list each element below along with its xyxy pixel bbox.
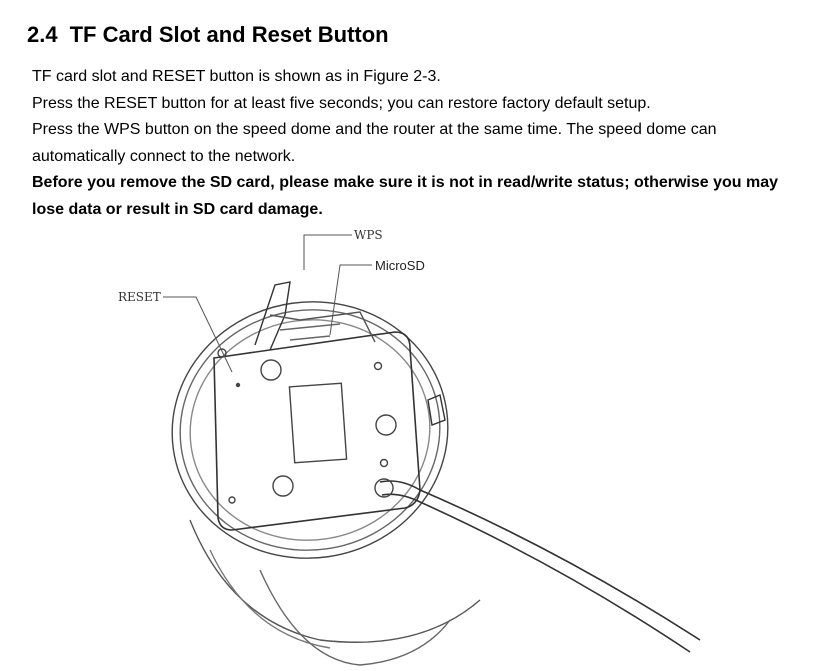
paragraph-reset: Press the RESET button for at least five… [32,94,651,112]
reset-label: RESET [118,290,161,304]
warning-text: Before you remove the SD card, please ma… [32,174,779,218]
figure-2-3-illustration: WPS MicroSD RESET [118,228,701,666]
wps-label: WPS [354,228,383,242]
paragraph-wps: Press the WPS button on the speed dome a… [32,121,717,165]
section-body: TF card slot and RESET button is shown a… [32,64,812,224]
section-heading: 2.4 TF Card Slot and Reset Button [27,22,389,48]
microsd-label: MicroSD [375,258,425,273]
section-number: 2.4 [27,22,58,47]
section-title: TF Card Slot and Reset Button [69,22,389,47]
paragraph-intro: TF card slot and RESET button is shown a… [32,68,441,85]
